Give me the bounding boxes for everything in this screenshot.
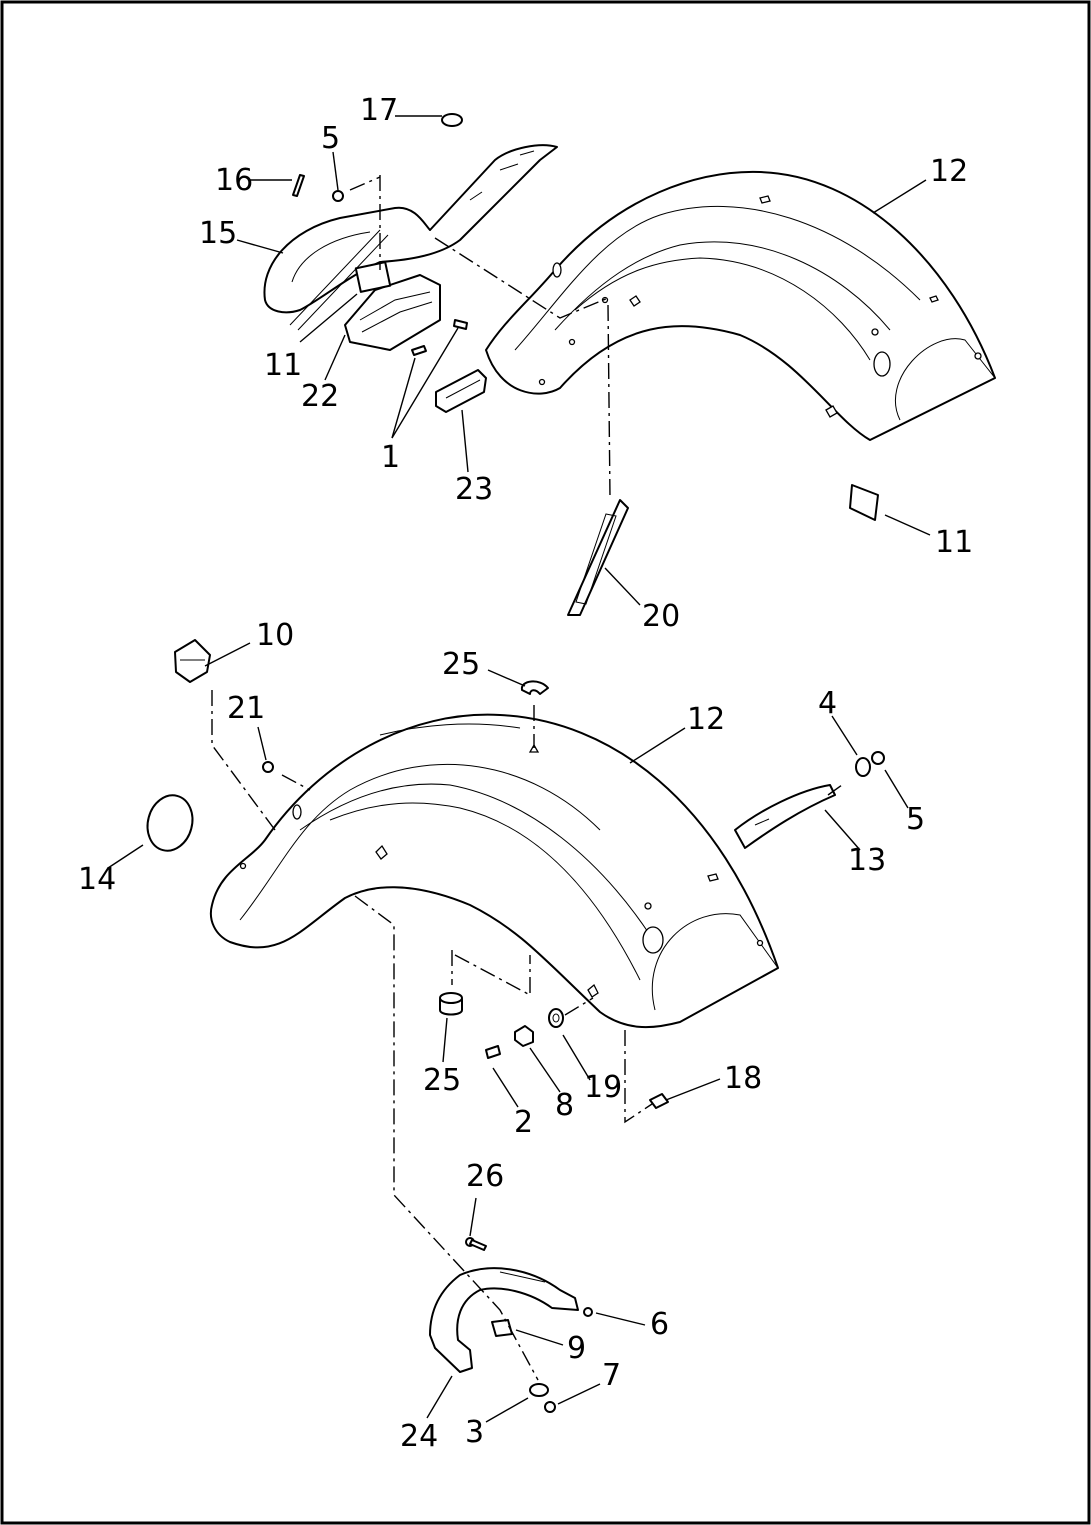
callout-25-lower: 25 <box>423 1063 461 1098</box>
callout-21: 21 <box>227 691 265 726</box>
callout-3: 3 <box>465 1415 484 1450</box>
callout-9: 9 <box>567 1331 586 1366</box>
callout-6: 6 <box>650 1307 669 1342</box>
callout-12: 12 <box>930 154 968 189</box>
callout-16: 16 <box>215 163 253 198</box>
lower-bracket-upper <box>567 499 629 616</box>
callout-15: 15 <box>199 216 237 251</box>
callout-17: 17 <box>360 93 398 128</box>
reflector-upper <box>849 484 879 521</box>
callout-5: 5 <box>321 121 340 156</box>
callout-4: 4 <box>818 686 837 721</box>
callout-8: 8 <box>555 1088 574 1123</box>
callout-22: 22 <box>301 379 339 414</box>
lower-hardware <box>146 639 669 1109</box>
callout-12-lower: 12 <box>687 702 725 737</box>
callout-2: 2 <box>514 1105 533 1140</box>
callout-18: 18 <box>724 1061 762 1096</box>
callout-14: 14 <box>78 862 116 897</box>
callout-20: 20 <box>642 599 680 634</box>
upper-rear-fender <box>485 170 996 441</box>
small-hardware-upper <box>292 113 468 356</box>
lower-leader-lines <box>107 642 909 1423</box>
callout-26: 26 <box>466 1159 504 1194</box>
light-housing <box>344 261 441 351</box>
lower-support-bracket <box>429 1237 593 1413</box>
tail-lamp-lens <box>435 369 487 413</box>
callout-11-reflector: 11 <box>935 525 973 560</box>
callout-23: 23 <box>455 472 493 507</box>
callout-1: 1 <box>381 440 400 475</box>
callout-24: 24 <box>400 1419 438 1454</box>
callout-labels: 17 5 16 15 12 11 22 1 23 11 20 10 25 12 … <box>78 93 973 1454</box>
callout-19: 19 <box>584 1070 622 1105</box>
callout-5-lower: 5 <box>906 802 925 837</box>
callout-10: 10 <box>256 618 294 653</box>
callout-11: 11 <box>264 348 302 383</box>
license-plate-bracket <box>263 144 558 331</box>
lower-rear-fender <box>210 713 779 1029</box>
lower-side-strip <box>734 751 885 849</box>
callout-13: 13 <box>848 843 886 878</box>
callout-7: 7 <box>602 1358 621 1393</box>
upper-leader-lines <box>236 115 931 606</box>
callout-25: 25 <box>442 647 480 682</box>
